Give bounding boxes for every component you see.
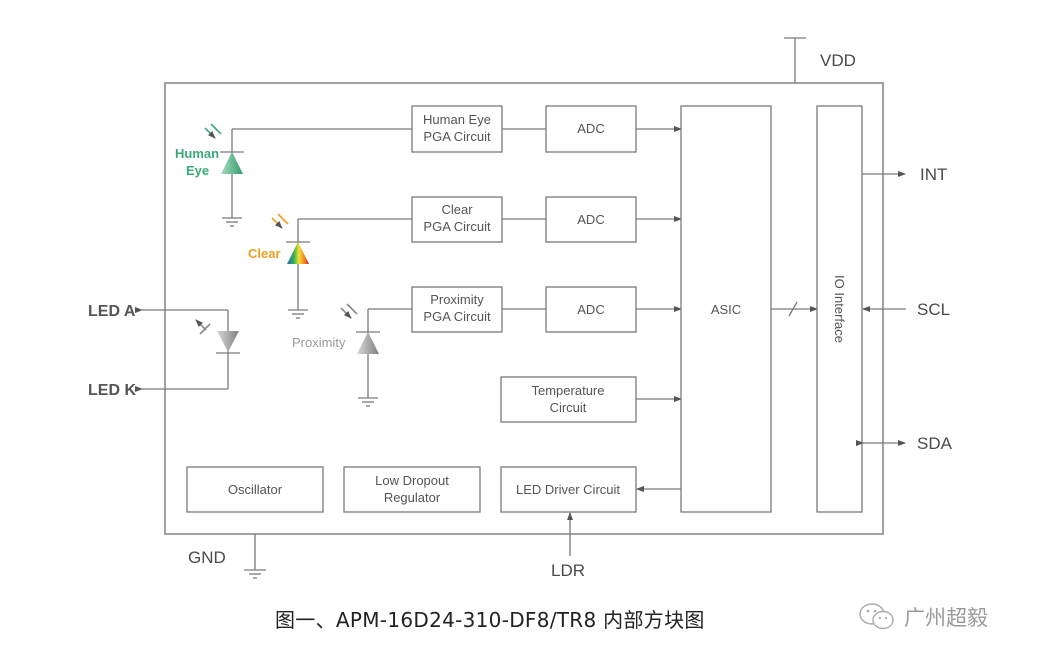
figure-caption: 图一、APM-16D24-310-DF8/TR8 内部方块图: [275, 608, 705, 632]
oscillator-block: Oscillator: [186, 466, 324, 513]
svg-text:Circuit: Circuit: [550, 400, 587, 415]
ldo-block: Low Dropout Regulator: [343, 466, 481, 513]
watermark-text: 广州超毅: [904, 606, 988, 630]
svg-text:PGA Circuit: PGA Circuit: [423, 219, 491, 234]
svg-text:INT: INT: [920, 165, 947, 184]
svg-text:PGA Circuit: PGA Circuit: [423, 309, 491, 324]
svg-text:GND: GND: [188, 548, 226, 567]
proximity-pga-block: Proximity PGA Circuit: [411, 286, 503, 333]
svg-text:Oscillator: Oscillator: [228, 482, 283, 497]
vdd-label: VDD: [820, 51, 856, 70]
ground-icon: [288, 309, 308, 319]
proximity-photodiode: Proximity: [292, 303, 412, 407]
svg-text:SCL: SCL: [917, 300, 950, 319]
led-driver-block: LED Driver Circuit: [500, 466, 637, 513]
sda-pin: SDA: [856, 434, 953, 453]
svg-text:LED Driver Circuit: LED Driver Circuit: [516, 482, 620, 497]
adc-block-1: ADC: [545, 105, 637, 153]
ir-led: LED A LED K: [88, 303, 240, 399]
adc-block-2: ADC: [545, 196, 637, 243]
clear-pga-block: Clear PGA Circuit: [411, 196, 503, 243]
svg-text:Human Eye: Human Eye: [423, 112, 491, 127]
scl-pin: SCL: [862, 300, 950, 319]
ground-icon: [222, 217, 242, 227]
adc-block-3: ADC: [545, 286, 637, 333]
svg-text:PGA Circuit: PGA Circuit: [423, 129, 491, 144]
int-pin: INT: [862, 165, 947, 184]
svg-text:ADC: ADC: [577, 212, 604, 227]
human-eye-label: Human: [175, 146, 219, 161]
ground-icon: [358, 397, 378, 407]
svg-text:Temperature: Temperature: [532, 383, 605, 398]
data-bus: [771, 301, 818, 317]
svg-text:LDR: LDR: [551, 561, 585, 580]
led-icon: [217, 331, 239, 352]
svg-text:ASIC: ASIC: [711, 302, 741, 317]
svg-text:Proximity: Proximity: [430, 292, 484, 307]
svg-text:SDA: SDA: [917, 434, 953, 453]
gnd-pin: GND: [188, 534, 266, 579]
watermark: 广州超毅: [858, 602, 988, 632]
io-interface-block: IO Interface: [816, 105, 863, 513]
vdd-pin: VDD: [784, 37, 856, 83]
svg-text:ADC: ADC: [577, 121, 604, 136]
clear-photodiode: Clear: [248, 213, 412, 319]
svg-text:Low Dropout: Low Dropout: [375, 473, 449, 488]
proximity-label: Proximity: [292, 335, 346, 350]
wechat-icon: [859, 603, 894, 630]
light-rays-icon: [204, 123, 222, 139]
light-rays-icon: [195, 319, 211, 335]
light-rays-icon: [340, 303, 358, 319]
led-k-label: LED K: [88, 382, 136, 399]
svg-text:ADC: ADC: [577, 302, 604, 317]
clear-label: Clear: [248, 246, 281, 261]
ldr-pin: LDR: [551, 512, 585, 580]
photodiode-icon: [221, 152, 243, 174]
photodiode-icon: [357, 332, 379, 354]
light-rays-icon: [271, 213, 289, 229]
human-eye-pga-block: Human Eye PGA Circuit: [411, 105, 503, 153]
svg-text:Clear: Clear: [441, 202, 473, 217]
asic-block: ASIC: [680, 105, 772, 513]
human-eye-photodiode: Human Eye: [175, 123, 412, 227]
svg-text:IO Interface: IO Interface: [832, 275, 847, 343]
temperature-circuit-block: Temperature Circuit: [500, 376, 637, 423]
human-eye-label-2: Eye: [186, 163, 209, 178]
photodiode-icon: [287, 242, 309, 264]
led-a-label: LED A: [88, 303, 136, 320]
svg-text:Regulator: Regulator: [384, 490, 441, 505]
